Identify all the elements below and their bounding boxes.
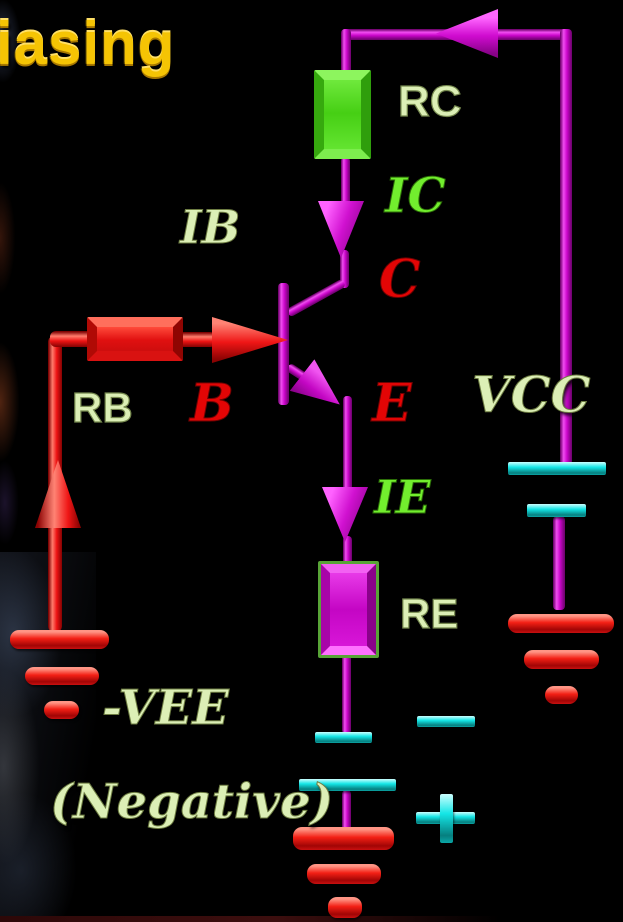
resistor-rb xyxy=(87,317,183,361)
vcc-battery-plate-short xyxy=(527,504,586,517)
wire-ie-to-re xyxy=(343,536,352,566)
arrow-ie-down xyxy=(322,487,368,542)
resistor-rc xyxy=(314,70,371,159)
vcc-ground-bar-3 xyxy=(545,686,578,704)
vee-battery-plate-short xyxy=(315,732,372,743)
wire-emitter-vertical xyxy=(343,396,352,492)
slide-title: iasing xyxy=(0,10,176,77)
arrow-ic-down xyxy=(318,201,364,258)
label-b: B xyxy=(190,373,235,434)
background-image-fragment-middle xyxy=(0,330,27,570)
arrow-ib-right xyxy=(212,317,288,363)
vee-ground-bar-2 xyxy=(307,864,381,884)
label-vcc: VCC xyxy=(471,365,591,424)
label-ie: IE xyxy=(374,470,432,524)
label-c: C xyxy=(378,249,421,310)
label-rc: RC xyxy=(397,77,462,126)
wire-collector-vertical xyxy=(340,250,349,288)
label-vee-note: (Negative) xyxy=(49,774,334,830)
base-ground-bar-1 xyxy=(10,630,109,649)
wire-rb-to-base xyxy=(178,332,216,347)
vee-ground-bar-3 xyxy=(328,897,362,918)
vee-battery-plate-long xyxy=(299,779,396,791)
label-e: E xyxy=(372,373,413,434)
label-rb: RB xyxy=(71,384,133,431)
wire-re-to-battery xyxy=(342,654,351,734)
arrow-top-current-left xyxy=(436,9,498,58)
label-vee: -VEE xyxy=(102,680,230,736)
wire-right-vertical xyxy=(560,29,572,465)
resistor-re-body xyxy=(321,564,376,655)
label-ic: IC xyxy=(385,168,447,224)
minus-symbol xyxy=(417,716,475,727)
wire-rc-to-ic-arrow xyxy=(341,157,350,205)
label-ib: IB xyxy=(179,200,241,254)
base-ground-bar-3 xyxy=(44,701,79,719)
label-re: RE xyxy=(399,590,459,637)
wire-battery-to-ground xyxy=(342,790,351,836)
wire-vcc-battery-to-ground xyxy=(553,516,565,610)
wire-collector-diagonal xyxy=(285,278,347,318)
background-image-fragment-top xyxy=(0,0,30,340)
vcc-ground-bar-2 xyxy=(524,650,599,669)
wire-stub-to-rb xyxy=(50,331,94,347)
resistor-re xyxy=(318,561,379,658)
base-ground-bar-2 xyxy=(25,667,99,685)
vee-ground-bar-1 xyxy=(293,827,394,850)
arrow-base-current-up xyxy=(35,460,81,528)
vcc-battery-plate-long xyxy=(508,462,606,475)
transistor-base-bar xyxy=(278,283,289,405)
wire-left-top-vertical xyxy=(341,29,351,75)
background-bottom-strip xyxy=(0,916,500,922)
plus-symbol-vertical xyxy=(440,794,453,843)
vcc-ground-bar-1 xyxy=(508,614,614,633)
